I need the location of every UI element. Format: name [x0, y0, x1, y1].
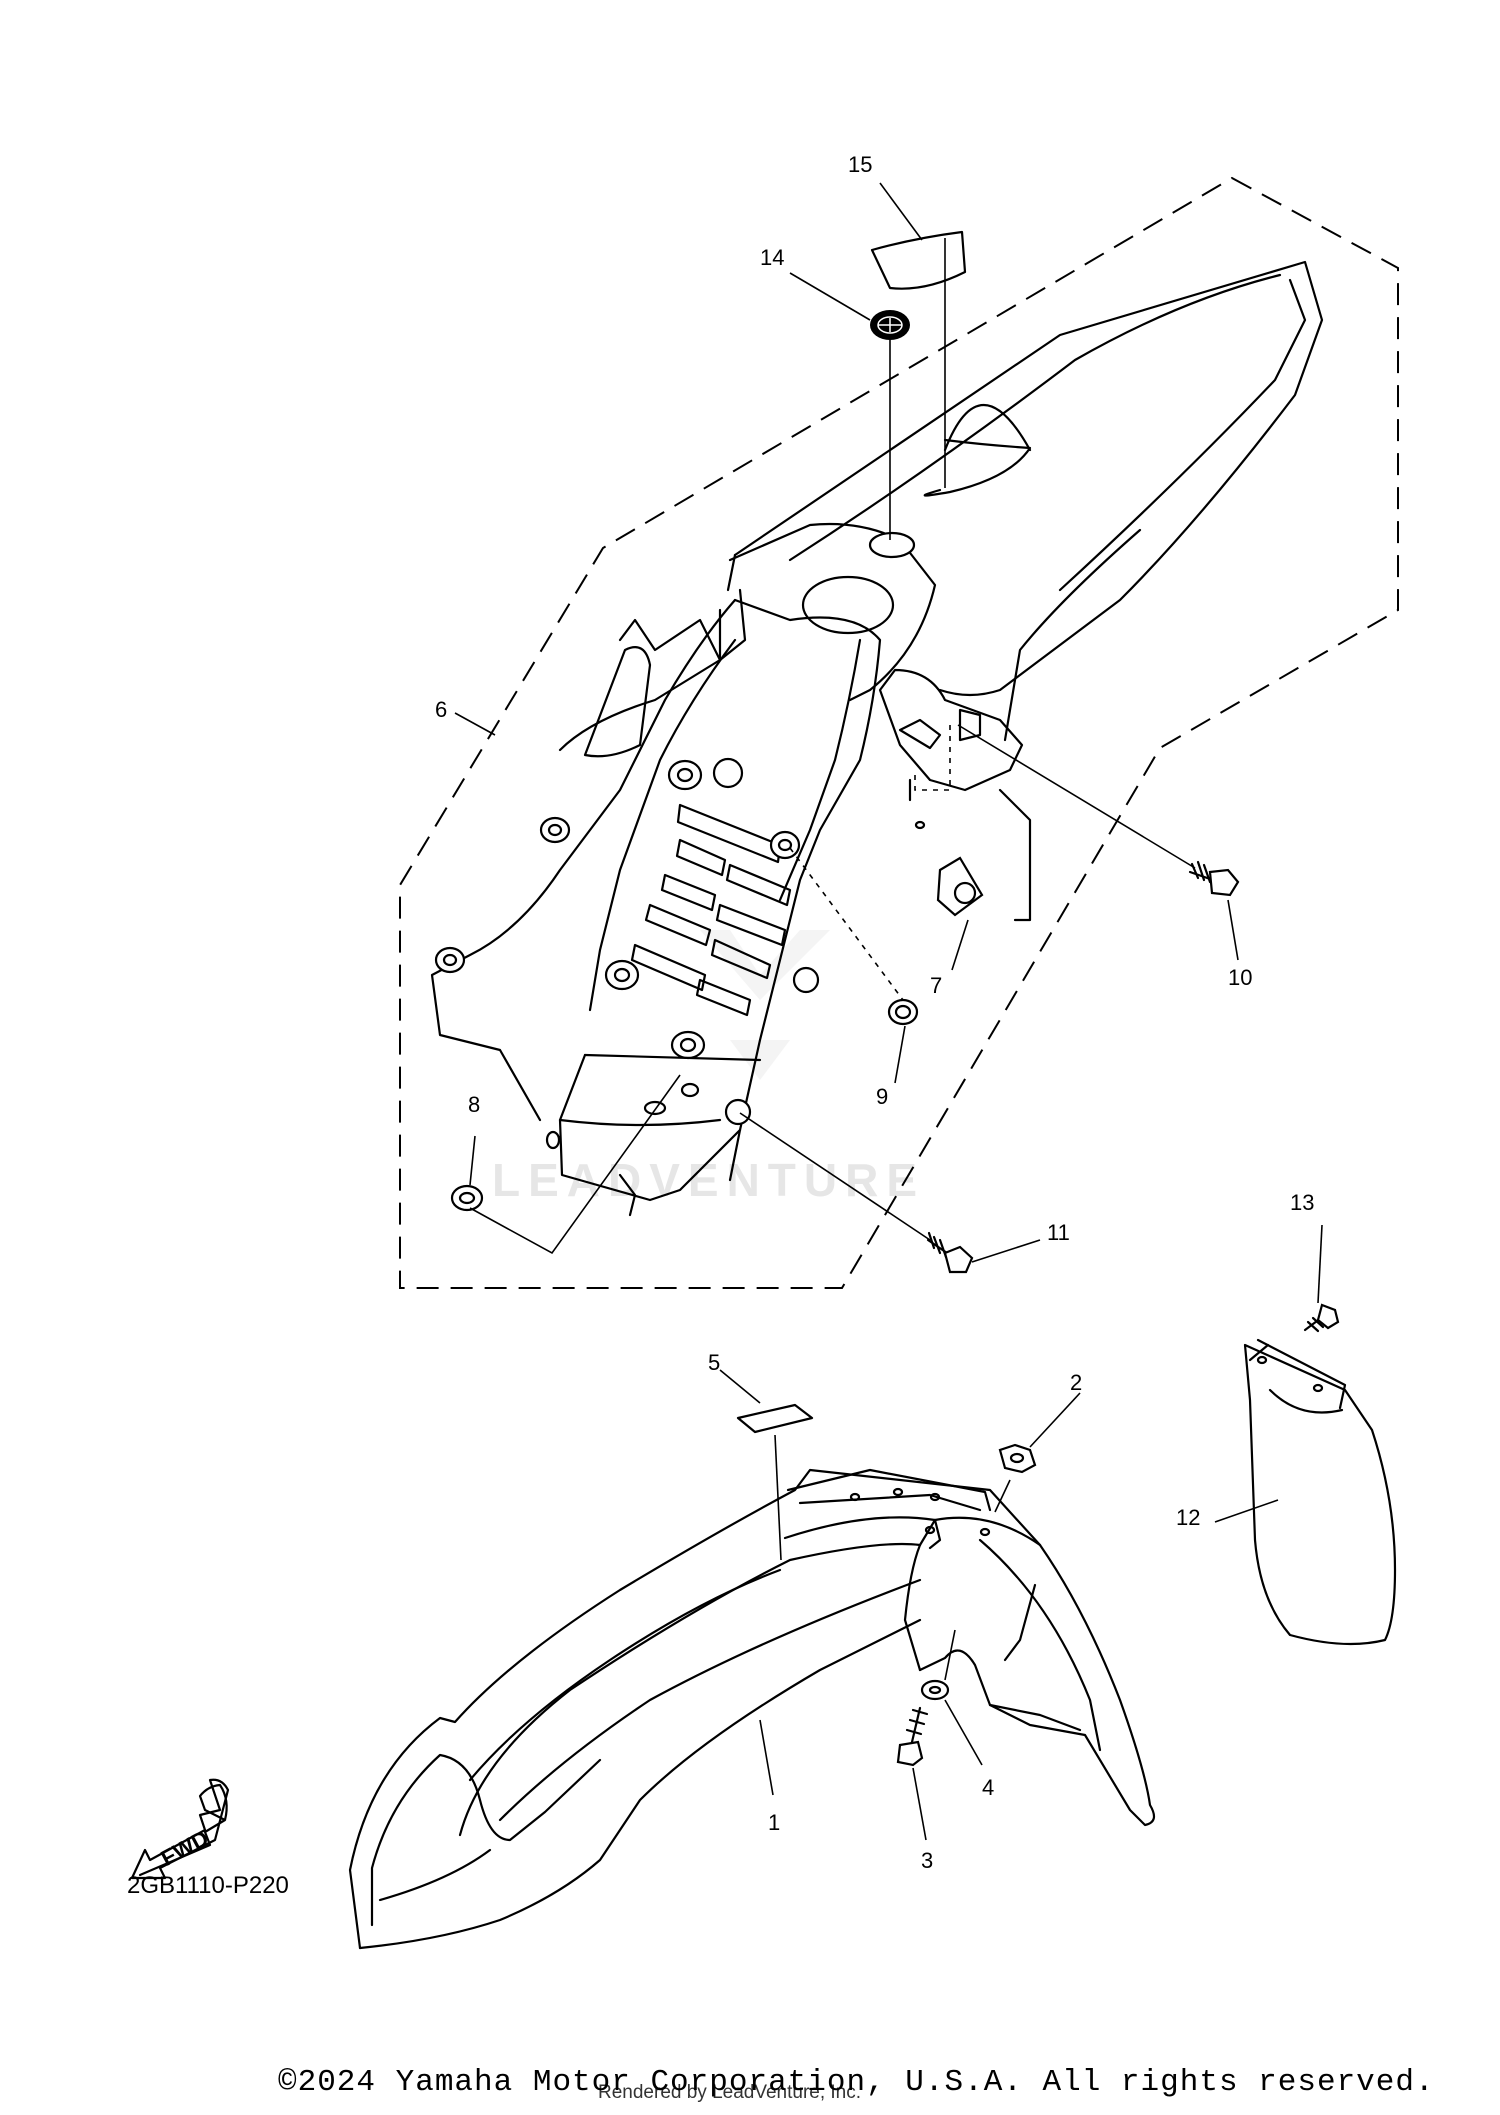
part-11-bolt	[926, 1231, 974, 1274]
part-5-decal	[736, 1403, 814, 1434]
guide-line-10	[957, 724, 1196, 869]
rendered-by-text: Rendered by LeadVenture, Inc.	[598, 2082, 862, 2103]
rear-fender-group-outline	[399, 176, 1399, 1289]
leader-5	[719, 1369, 761, 1404]
callout-11: 11	[1047, 1220, 1070, 1245]
front-fender	[348, 1468, 1156, 1950]
callout-8: 8	[468, 1092, 480, 1117]
leader-10	[1227, 899, 1239, 961]
part-14-emblem	[870, 310, 910, 340]
leader-3	[912, 1767, 927, 1841]
leader-1	[759, 1719, 774, 1796]
callout-13: 13	[1290, 1190, 1314, 1215]
part-13-screw	[1303, 1303, 1340, 1333]
part-4-washer	[920, 1679, 950, 1701]
part-8-grommet	[450, 1184, 484, 1212]
callout-9: 9	[876, 1084, 888, 1109]
callout-10: 10	[1228, 965, 1252, 990]
watermark-text: LEADVENTURE	[492, 1154, 925, 1206]
guide-line-11	[739, 1112, 931, 1241]
leader-13	[1317, 1224, 1323, 1304]
callout-4: 4	[982, 1775, 994, 1800]
part-10-bolt	[1188, 860, 1240, 897]
part-2-collar	[998, 1443, 1037, 1474]
guide-line-2	[994, 1479, 1011, 1513]
callout-6: 6	[435, 697, 447, 722]
guide-line-9	[789, 847, 904, 1001]
leader-7	[951, 919, 969, 971]
fwd-label: FWD	[157, 1825, 213, 1871]
leader-9	[894, 1025, 906, 1084]
leader-4	[944, 1699, 983, 1766]
callout-2: 2	[1070, 1370, 1082, 1395]
fwd-arrow-icon: FWD	[130, 1778, 230, 1880]
callout-1: 1	[768, 1810, 780, 1835]
callout-3: 3	[921, 1848, 933, 1873]
part-12-mud-flap	[1243, 1338, 1397, 1646]
guide-line-8	[469, 1074, 681, 1255]
leader-12	[1214, 1499, 1279, 1523]
leader-8	[469, 1135, 476, 1186]
leader-2	[1029, 1392, 1081, 1448]
callout-14: 14	[760, 245, 784, 270]
copyright-text: ©2024 Yamaha Motor Corporation, U.S.A. A…	[278, 2065, 1435, 2100]
part-15-decal	[870, 230, 967, 290]
rear-fender	[430, 260, 1324, 1217]
leader-14	[789, 272, 871, 321]
part-7-nut	[936, 856, 984, 917]
callout-15: 15	[848, 152, 872, 177]
leader-11	[971, 1239, 1041, 1263]
guide-line-5	[774, 1434, 782, 1561]
callout-5: 5	[708, 1350, 720, 1375]
callout-7: 7	[930, 973, 942, 998]
part-3-bolt	[896, 1706, 929, 1767]
leader-6	[454, 712, 496, 736]
leader-15	[879, 182, 923, 241]
part-9-grommet	[887, 998, 919, 1026]
callout-12: 12	[1176, 1505, 1200, 1530]
diagram-code: 2GB1110-P220	[127, 1872, 289, 1899]
guide-line-bracket	[914, 725, 951, 791]
guide-line-4	[944, 1629, 956, 1681]
